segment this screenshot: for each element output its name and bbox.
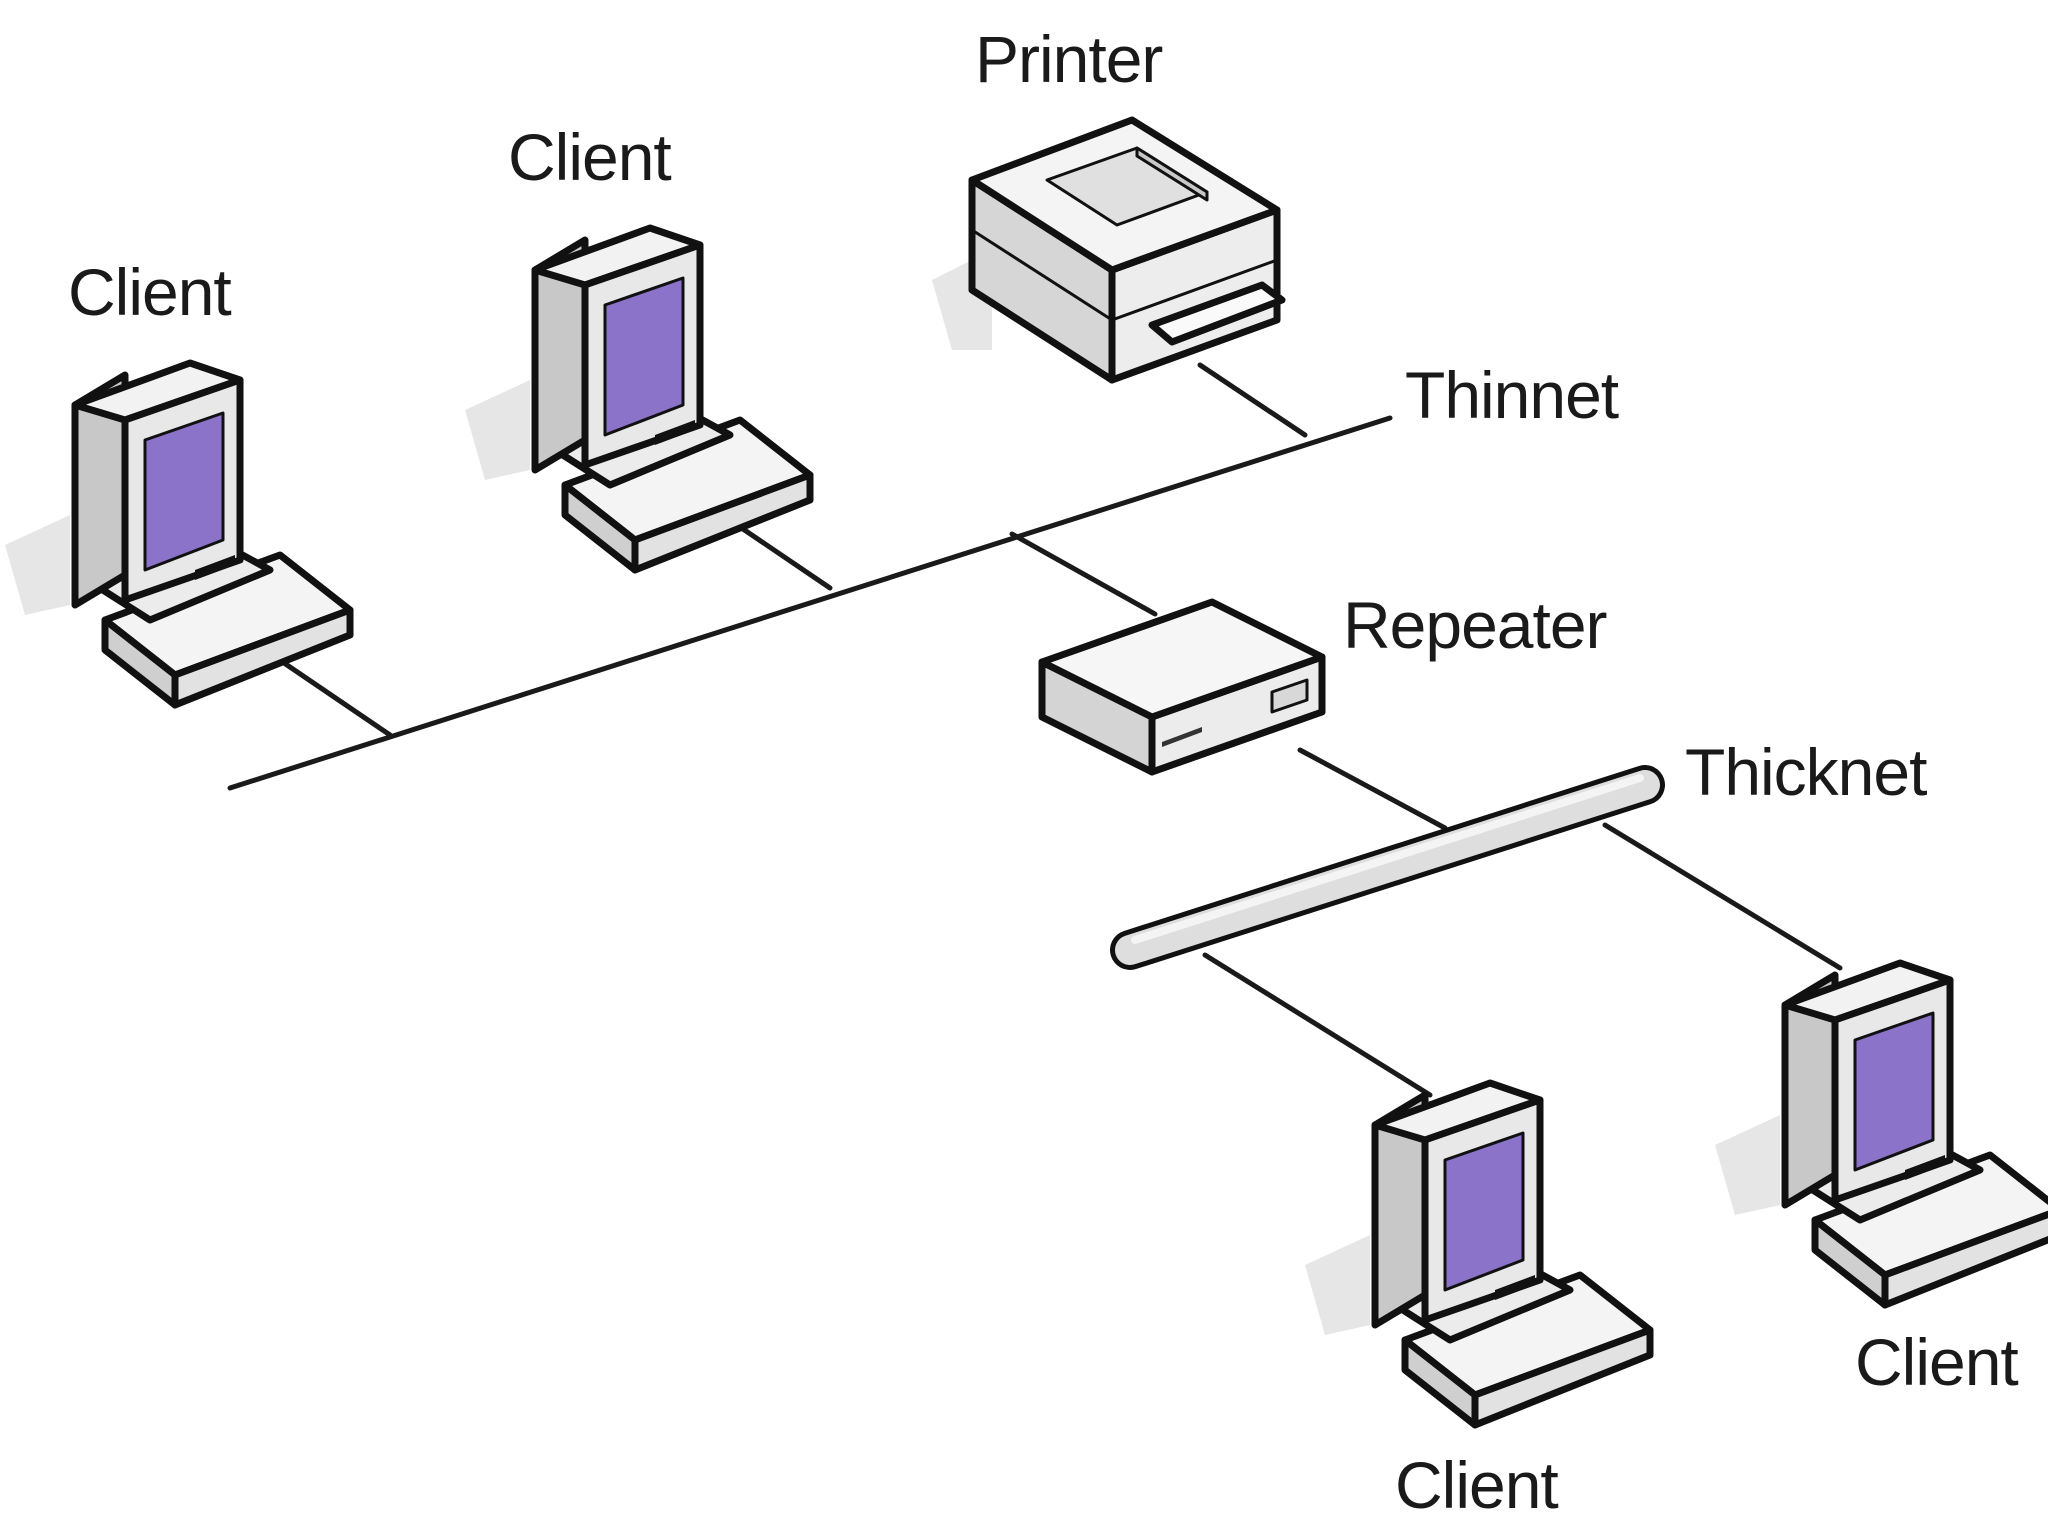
- label-client-bottom-middle: Client: [1395, 1448, 1558, 1522]
- thicknet-cable: [1110, 765, 1665, 970]
- label-client-top-middle: Client: [508, 120, 671, 194]
- label-repeater: Repeater: [1343, 588, 1607, 662]
- drop-repeater-thinnet: [1009, 531, 1158, 617]
- label-thinnet: Thinnet: [1405, 358, 1619, 432]
- printer-icon: [932, 120, 1282, 380]
- computer-icon: [1715, 963, 2048, 1305]
- computer-icon: [5, 363, 350, 705]
- drop-printer: [1197, 362, 1308, 438]
- thinnet-cable: [227, 415, 1393, 791]
- computer-icon: [1305, 1083, 1650, 1425]
- drop-client-bottom-right: [1602, 822, 1843, 971]
- repeater-icon: [1042, 602, 1322, 772]
- computer-icon: [465, 228, 810, 570]
- label-client-bottom-right: Client: [1855, 1325, 2018, 1399]
- drop-repeater-thicknet: [1297, 747, 1448, 831]
- drop-client-bottom-middle: [1202, 952, 1433, 1098]
- label-thicknet: Thicknet: [1685, 735, 1927, 809]
- label-client-top-left: Client: [68, 255, 231, 329]
- label-printer: Printer: [975, 22, 1162, 96]
